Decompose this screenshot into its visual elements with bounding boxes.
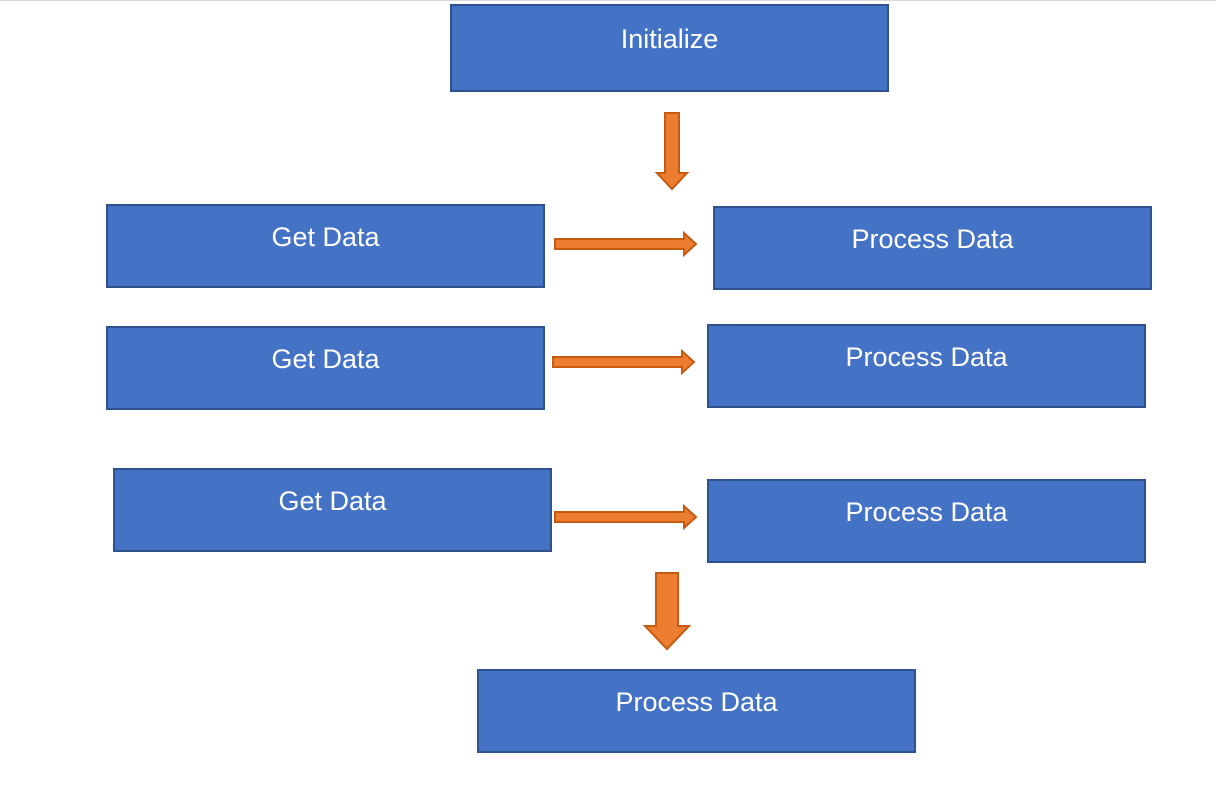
process-data-box-final: Process Data: [477, 669, 916, 753]
arrow-right-row-3: [554, 503, 698, 531]
get-data-box-3: Get Data: [113, 468, 552, 552]
process-data-label-2: Process Data: [845, 342, 1008, 372]
process-data-label-final: Process Data: [615, 687, 778, 717]
process-data-box-1: Process Data: [713, 206, 1152, 290]
arrow-down-final: [642, 572, 692, 651]
process-data-label-3: Process Data: [845, 497, 1008, 527]
process-data-box-3: Process Data: [707, 479, 1146, 563]
arrow-right-row-2: [552, 348, 696, 376]
top-border-line: [0, 0, 1216, 1]
process-data-box-2: Process Data: [707, 324, 1146, 408]
get-data-label-2: Get Data: [271, 344, 380, 374]
get-data-box-2: Get Data: [106, 326, 545, 410]
arrow-down-initialize: [654, 112, 690, 191]
get-data-label-1: Get Data: [271, 222, 380, 252]
process-data-label-1: Process Data: [851, 224, 1014, 254]
get-data-box-1: Get Data: [106, 204, 545, 288]
get-data-label-3: Get Data: [278, 486, 387, 516]
arrow-right-row-1: [554, 230, 698, 258]
initialize-label: Initialize: [620, 24, 719, 54]
initialize-box: Initialize: [450, 4, 889, 92]
